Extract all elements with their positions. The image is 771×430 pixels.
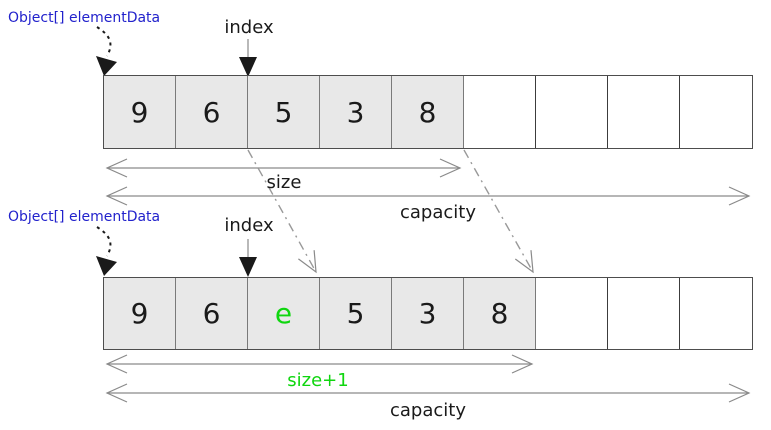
array-cell: 3 bbox=[392, 278, 464, 349]
bottom-array: 9 6 e 5 3 8 bbox=[103, 277, 753, 350]
index-label-bottom: index bbox=[224, 215, 274, 236]
elementdata-arrowhead-bottom bbox=[96, 256, 117, 276]
size-plus-one-label: size+1 bbox=[287, 370, 349, 391]
top-array: 9 6 5 3 8 bbox=[103, 75, 753, 149]
elementdata-label-top: Object[] elementData bbox=[8, 10, 161, 26]
elementdata-pointer-arrow-top bbox=[96, 26, 112, 57]
array-cell: 5 bbox=[320, 278, 392, 349]
capacity-label-top: capacity bbox=[400, 202, 476, 223]
index-label-top: index bbox=[224, 17, 274, 38]
array-cell-inserted: e bbox=[248, 278, 320, 349]
elementdata-label-bottom: Object[] elementData bbox=[8, 209, 161, 225]
array-cell: 9 bbox=[104, 76, 176, 148]
array-cell bbox=[536, 278, 608, 349]
elementdata-pointer-arrow-bottom bbox=[96, 226, 112, 257]
index-arrowhead-top bbox=[239, 57, 257, 77]
array-cell: 6 bbox=[176, 278, 248, 349]
array-cell: 5 bbox=[248, 76, 320, 148]
shift-arrow-left bbox=[247, 149, 317, 274]
array-cell: 8 bbox=[392, 76, 464, 148]
index-arrowhead-bottom bbox=[239, 257, 257, 277]
array-cell bbox=[680, 76, 752, 148]
array-cell bbox=[680, 278, 752, 349]
array-cell bbox=[608, 76, 680, 148]
array-cell: 3 bbox=[320, 76, 392, 148]
array-cell bbox=[464, 76, 536, 148]
array-cell bbox=[608, 278, 680, 349]
capacity-label-bottom: capacity bbox=[390, 400, 466, 421]
array-cell bbox=[536, 76, 608, 148]
array-cell: 6 bbox=[176, 76, 248, 148]
array-cell: 8 bbox=[464, 278, 536, 349]
size-label-top: size bbox=[266, 172, 302, 193]
array-cell: 9 bbox=[104, 278, 176, 349]
elementdata-arrowhead-top bbox=[96, 56, 117, 76]
